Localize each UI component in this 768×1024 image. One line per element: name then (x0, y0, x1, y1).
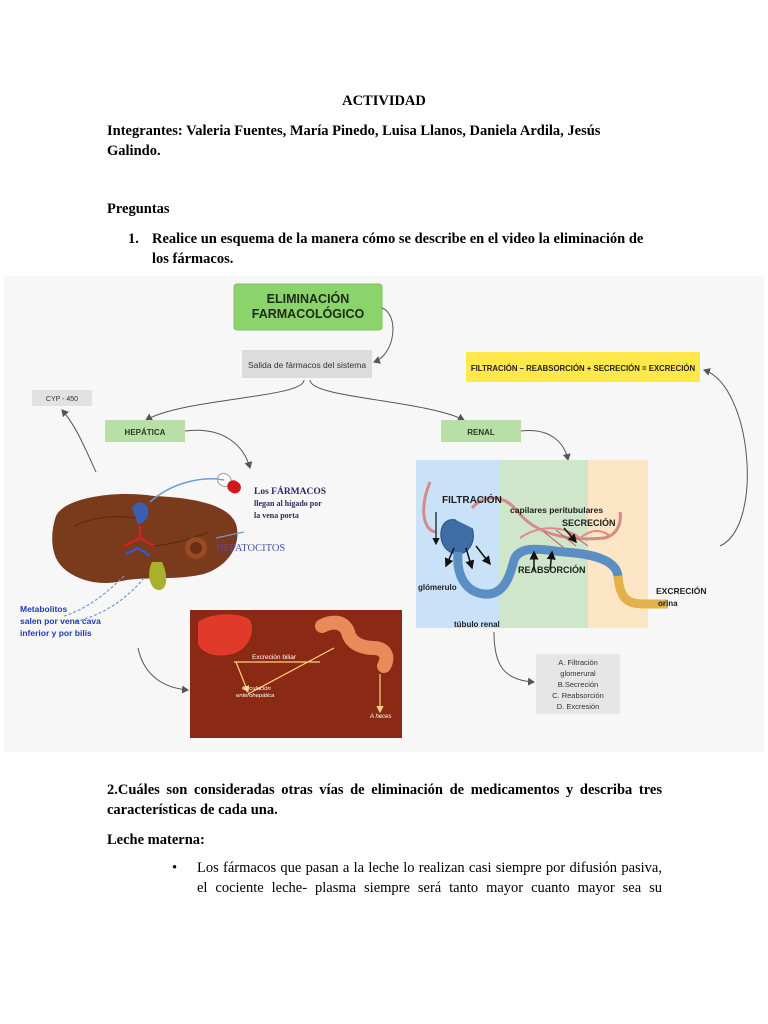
legend-a-line-2: glomerural (560, 669, 596, 678)
bullet-line-2: el cociente leche- plasma siempre será t… (197, 880, 662, 896)
question-1-line-1: Realice un esquema de la manera cómo se … (152, 231, 644, 247)
question-2-line-2: características de cada una. (107, 802, 278, 818)
legend-d: D. Excresión (557, 702, 600, 711)
capilares-label: capilares peritubulares (510, 505, 603, 515)
formula-box: FILTRACIÓN – REABSORCIÓN + SECRECIÓN = E… (466, 352, 700, 382)
hepatica-label: HEPÁTICA (125, 428, 166, 437)
legend-a-line-1: A. Filtración (558, 658, 598, 667)
questions-heading: Preguntas (107, 201, 170, 217)
title-line-1: ELIMINACIÓN (267, 291, 350, 306)
renal-box: RENAL (441, 420, 521, 442)
excrecion-label: EXCRECIÓN (656, 585, 707, 596)
excrecion-biliar-label: Excreción biliar (252, 654, 297, 661)
circulacion-line-2: enterohepática (236, 693, 275, 699)
title-line-2: FARMACOLÓGICO (252, 306, 365, 321)
metabolitos-line-2: salen por vena cava (20, 616, 101, 626)
cyp-label: CYP - 450 (46, 396, 78, 403)
question-2-line-1: 2.Cuáles son consideradas otras vías de … (107, 782, 662, 798)
salida-box: Salida de fármacos del sistema (242, 350, 372, 378)
legend-c: C. Reabsorción (552, 691, 604, 700)
formula-label: FILTRACIÓN – REABSORCIÓN + SECRECIÓN = E… (471, 364, 696, 373)
metabolitos-line-3: inferior y por bilis (20, 628, 92, 638)
title-box: ELIMINACIÓN FARMACOLÓGICO (233, 283, 383, 331)
bullet-line-1: Los fármacos que pasan a la leche lo rea… (197, 860, 662, 876)
renal-legend-box: A. Filtración glomerural B.Secreción C. … (536, 654, 620, 714)
bile-excretion-panel: Excreción biliar Circulación enterohepát… (190, 610, 402, 738)
liver-image (52, 478, 238, 623)
cyp-box: CYP - 450 (32, 390, 92, 406)
circulacion-line-1: Circulación (242, 686, 271, 692)
question-1-number: 1. (128, 231, 139, 247)
document-title: ACTIVIDAD (342, 93, 426, 109)
question-1-line-2: los fármacos. (152, 251, 234, 267)
farmacos-line-2: llegan al hígado por (254, 499, 322, 508)
glomerulo-label: glómerulo (418, 583, 457, 592)
bullet-marker: • (172, 860, 178, 876)
farmacos-line-1: Los FÁRMACOS (254, 485, 326, 497)
salida-label: Salida de fármacos del sistema (248, 360, 366, 370)
members-line-2: Galindo. (107, 143, 161, 159)
filtracion-label: FILTRACIÓN (442, 493, 502, 506)
orina-label: orina (658, 599, 678, 608)
a-heces-label: A heces (369, 714, 391, 720)
hepatocitos-label: HEPATOCITOS (216, 543, 285, 554)
leche-heading: Leche materna: (107, 832, 205, 848)
capsule-icon (216, 472, 241, 494)
legend-b: B.Secreción (558, 680, 598, 689)
members-line-1: Integrantes: Valeria Fuentes, María Pine… (107, 123, 601, 139)
hepatica-box: HEPÁTICA (105, 420, 185, 442)
nephron-panel: FILTRACIÓN capilares peritubulares SECRE… (416, 460, 707, 629)
reabsorcion-label: REABSORCIÓN (518, 564, 586, 575)
elimination-diagram: ELIMINACIÓN FARMACOLÓGICO Salida de fárm… (4, 276, 764, 752)
farmacos-line-3: la vena porta (254, 511, 299, 520)
tubulo-label: túbulo renal (454, 620, 500, 629)
secrecion-label: SECRECIÓN (562, 517, 616, 528)
metabolitos-line-1: Metabolitos (20, 604, 67, 614)
renal-label: RENAL (467, 428, 495, 437)
